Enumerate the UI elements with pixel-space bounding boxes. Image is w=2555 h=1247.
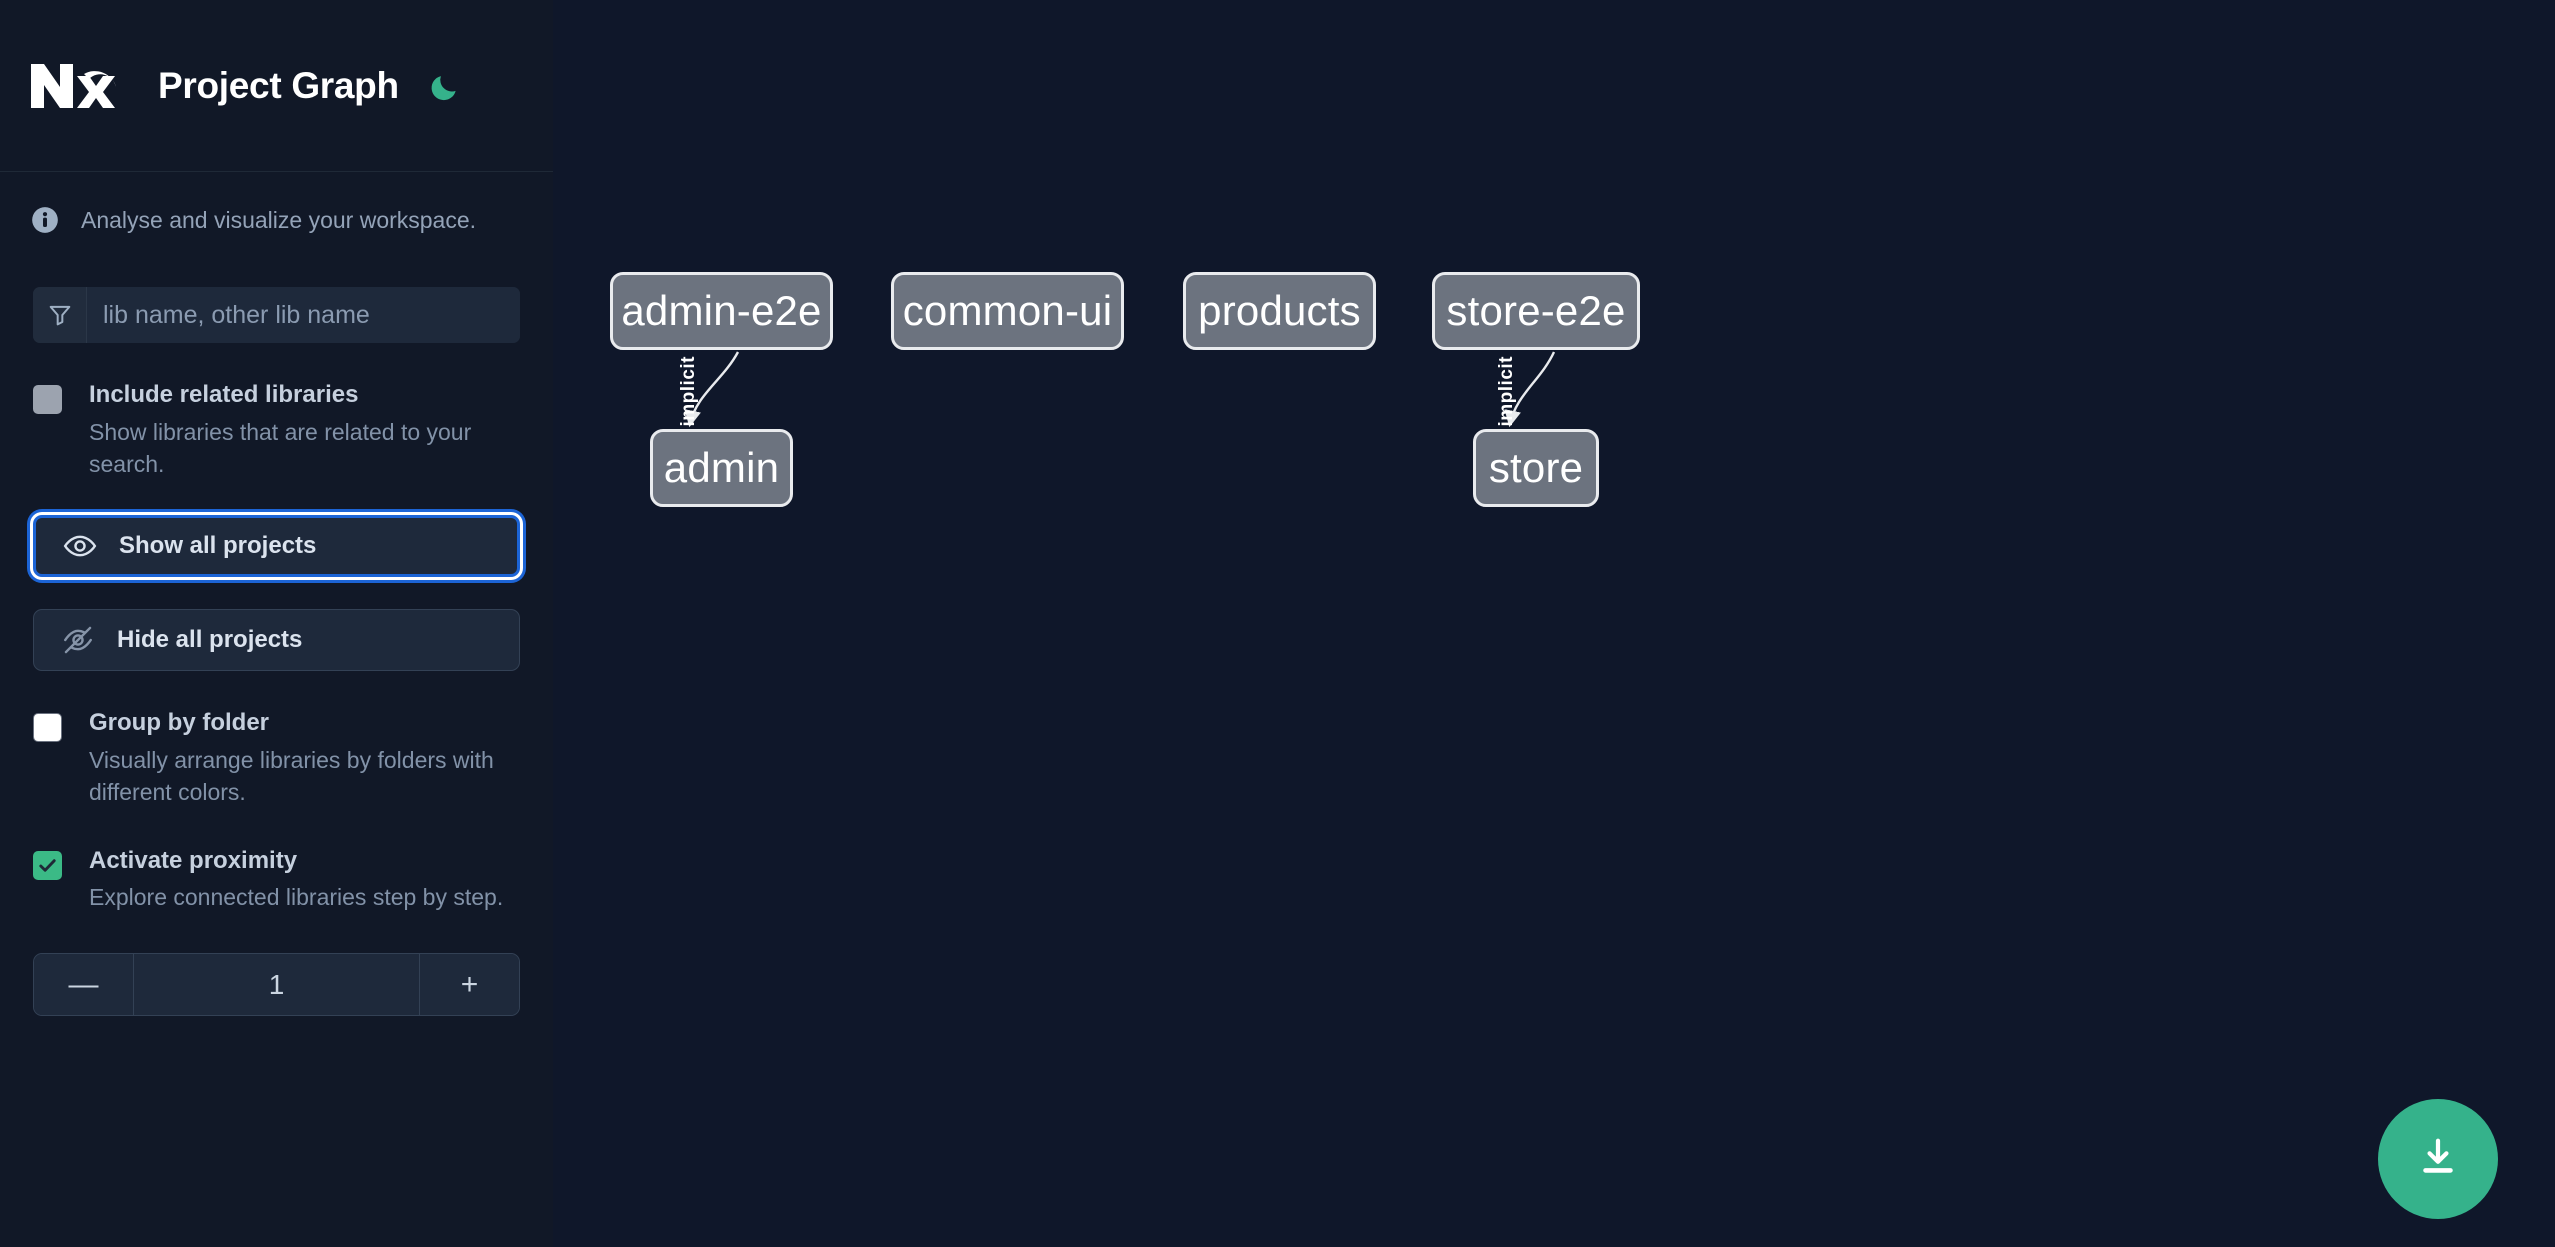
option-text: Include related libraries Show libraries… (89, 381, 520, 481)
graph-node-products[interactable]: products (1183, 272, 1376, 350)
graph-node-store-e2e[interactable]: store-e2e (1432, 272, 1640, 350)
info-icon (31, 206, 59, 234)
option-include-related-libraries[interactable]: Include related libraries Show libraries… (33, 381, 520, 481)
workspace-info-text: Analyse and visualize your workspace. (81, 206, 477, 233)
graph-node-common-ui[interactable]: common-ui (891, 272, 1124, 350)
graph-canvas[interactable]: admin-e2e admin common-ui products store… (553, 0, 2555, 1247)
option-label: Include related libraries (89, 381, 359, 408)
graph-node-label: admin (663, 444, 780, 491)
proximity-increment-button[interactable]: + (419, 954, 519, 1016)
hide-all-projects-label: Hide all projects (117, 625, 303, 653)
graph-node-label: admin-e2e (621, 287, 822, 334)
search-input[interactable] (87, 287, 520, 343)
graph-edge-label-store: implicit (1496, 356, 1517, 427)
proximity-decrement-button[interactable]: — (34, 954, 134, 1016)
graph-node-label: common-ui (902, 287, 1113, 334)
activate-proximity-checkbox[interactable] (33, 850, 62, 880)
graph-node-label: products (1198, 287, 1361, 334)
app-title: Project Graph (158, 64, 399, 106)
sidebar-body: Include related libraries Show libraries… (0, 287, 553, 1017)
graph-node-admin[interactable]: admin (650, 429, 793, 507)
option-activate-proximity[interactable]: Activate proximity Explore connected lib… (33, 847, 520, 914)
hide-all-projects-button[interactable]: Hide all projects (33, 608, 520, 671)
graph-node-label: store (1488, 444, 1584, 491)
option-group-by-folder[interactable]: Group by folder Visually arrange librari… (33, 709, 520, 809)
proximity-value[interactable]: 1 (268, 968, 285, 1000)
include-related-libraries-checkbox[interactable] (33, 385, 62, 414)
option-text: Group by folder Visually arrange librari… (89, 709, 520, 809)
option-description: Explore connected libraries step by step… (89, 884, 504, 911)
moon-icon[interactable] (425, 66, 465, 106)
show-all-projects-button[interactable]: Show all projects (33, 514, 520, 577)
graph-node-admin-e2e[interactable]: admin-e2e (610, 272, 833, 350)
option-label: Group by folder (89, 708, 269, 736)
workspace-info: Analyse and visualize your workspace. (0, 172, 553, 234)
option-description: Visually arrange libraries by folders wi… (89, 746, 494, 806)
graph-node-label: store-e2e (1446, 287, 1626, 334)
group-by-folder-checkbox[interactable] (33, 712, 62, 742)
proximity-stepper: — 1 + (33, 953, 520, 1017)
option-label: Activate proximity (89, 846, 298, 874)
download-graph-button[interactable] (2378, 1099, 2498, 1219)
graph-edge-label-admin: implicit (678, 356, 699, 427)
eye-off-icon (61, 623, 95, 657)
nx-logo-icon (27, 56, 125, 116)
graph-node-store[interactable]: store (1473, 429, 1599, 507)
sidebar: Project Graph Analyse and visualize your… (0, 0, 573, 1247)
sidebar-header: Project Graph (0, 0, 553, 172)
option-description: Show libraries that are related to your … (89, 418, 472, 478)
show-all-projects-label: Show all projects (119, 531, 317, 559)
eye-icon (63, 529, 97, 563)
search-row (33, 287, 520, 343)
graph-edges-layer (684, 351, 1556, 428)
option-text: Activate proximity Explore connected lib… (89, 847, 503, 914)
filter-funnel-icon (33, 287, 87, 343)
download-icon (2415, 1134, 2461, 1185)
